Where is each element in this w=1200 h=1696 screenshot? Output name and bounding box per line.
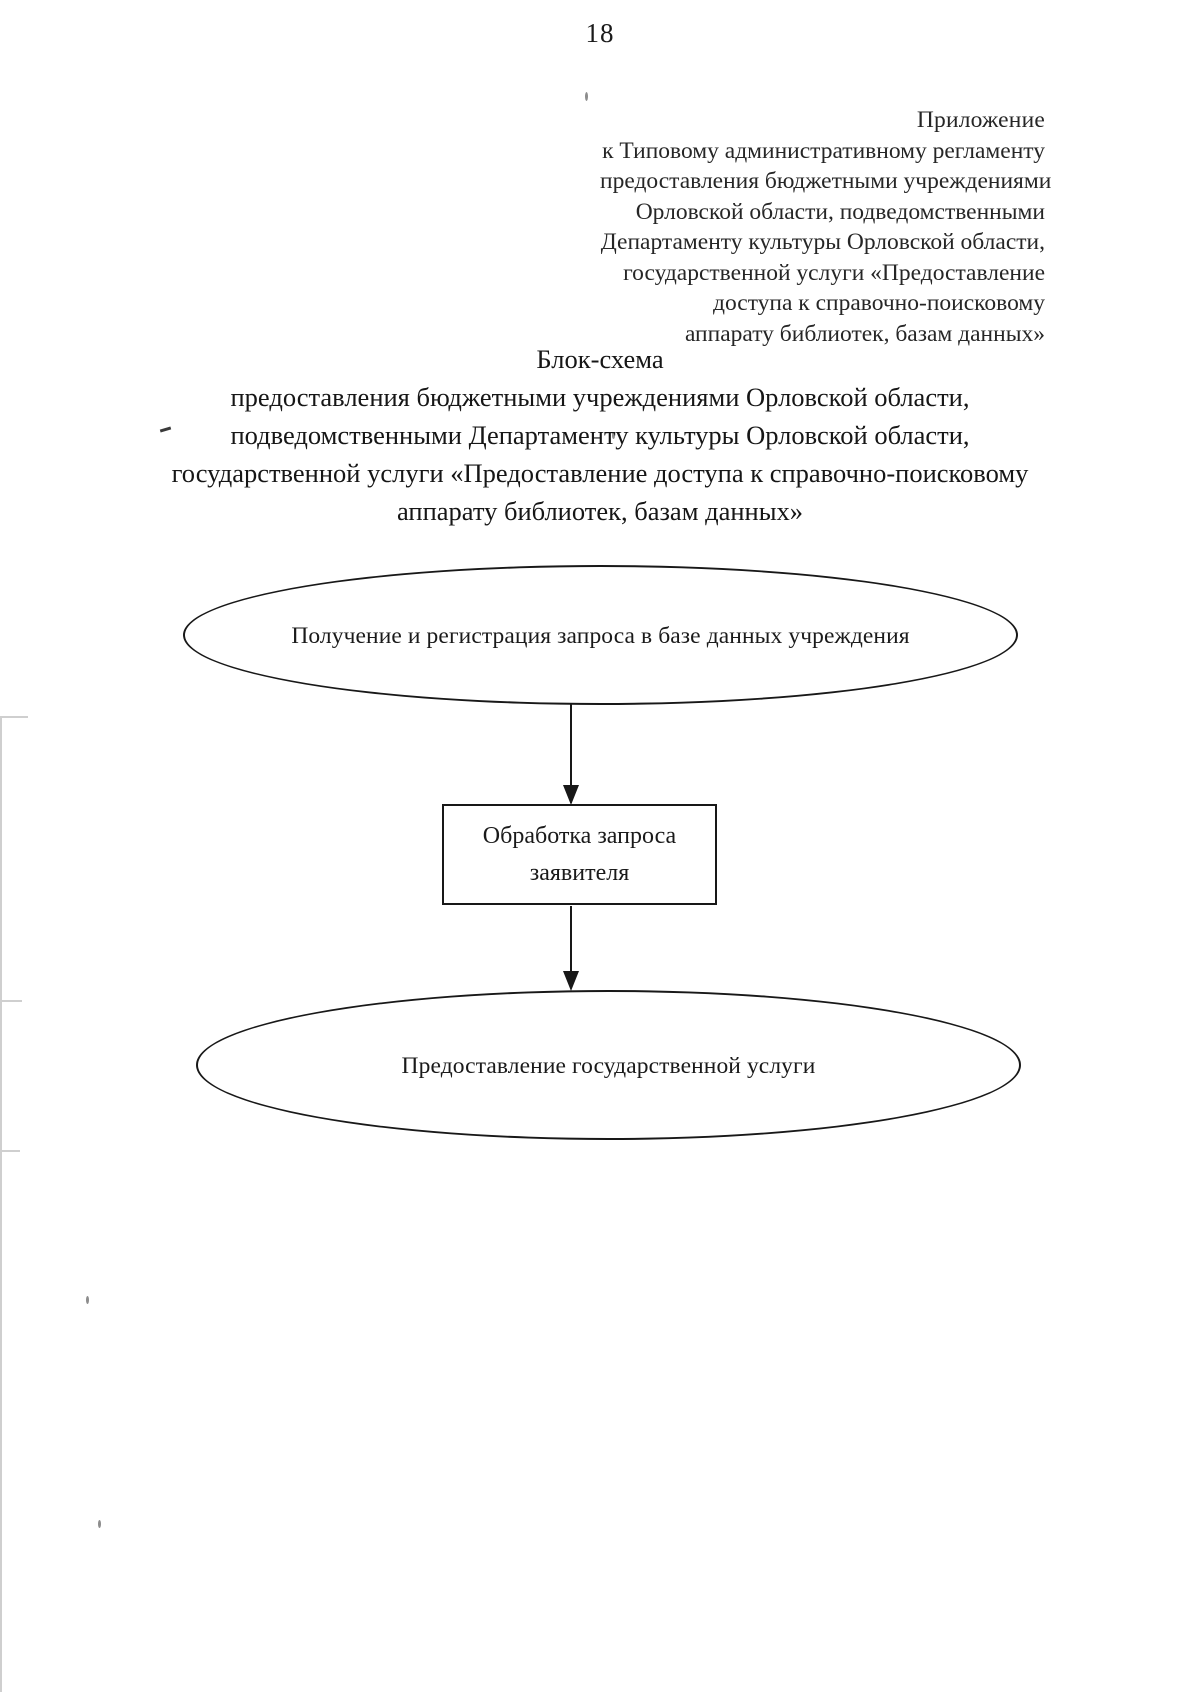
arrow-down-icon: [563, 971, 579, 991]
appendix-reference-line: доступа к справочно-поисковому: [712, 290, 1045, 316]
page-title-line: подведомственными Департаменту культуры …: [230, 420, 970, 450]
flowchart-node-start: Получение и регистрация запроса в базе д…: [183, 565, 1018, 705]
arrow-down-icon: [563, 785, 579, 805]
appendix-reference-block: Приложение к Типовому административному …: [600, 105, 1052, 349]
appendix-reference-line: Приложение: [916, 107, 1045, 133]
scan-edge-artifact: [0, 1150, 20, 1152]
appendix-reference-line: государственной услуги «Предоставление: [623, 259, 1045, 286]
scan-edge-artifact: [0, 1000, 22, 1002]
page-title-line: государственной услуги «Предоставление д…: [171, 458, 1029, 488]
flowchart-node-label: Обработка запроса заявителя: [483, 818, 676, 892]
flowchart-connector-process-to-end: [570, 906, 572, 988]
scan-speck-artifact: [98, 1520, 101, 1528]
flowchart-node-label-line-2: заявителя: [529, 859, 630, 886]
page-title-line: предоставления бюджетными учреждениями О…: [230, 382, 970, 412]
flowchart-node-label-line-1: Обработка запроса: [482, 822, 677, 849]
flowchart-node-label: Получение и регистрация запроса в базе д…: [291, 623, 910, 649]
appendix-reference-line: Орловской области, подведомственными: [635, 198, 1045, 225]
scan-edge-artifact: [0, 716, 2, 1692]
scan-speck-artifact: [612, 432, 615, 439]
flowchart-node-end: Предоставление государственной услуги: [196, 990, 1021, 1140]
scan-speck-artifact: [585, 92, 588, 101]
flowchart: Получение и регистрация запроса в базе д…: [0, 540, 1200, 1160]
scan-speck-artifact: [86, 1296, 89, 1304]
flowchart-node-label: Предоставление государственной услуги: [401, 1053, 816, 1079]
scan-edge-artifact: [0, 716, 28, 718]
appendix-reference-line: Департаменту культуры Орловской области,: [600, 229, 1045, 255]
page-number: 18: [585, 18, 615, 48]
page-title-line: Блок-схема: [536, 344, 664, 374]
appendix-reference-line: к Типовому административному регламенту: [602, 137, 1045, 164]
flowchart-node-process: Обработка запроса заявителя: [442, 804, 717, 905]
page-title-line: аппарату библиотек, базам данных»: [396, 496, 803, 526]
appendix-reference-line: предоставления бюджетными учреждениями: [600, 168, 1052, 194]
flowchart-connector-start-to-process: [570, 703, 572, 803]
appendix-reference-line: аппарату библиотек, базам данных»: [684, 320, 1045, 347]
page-title: Блок-схема предоставления бюджетными учр…: [150, 340, 1050, 530]
